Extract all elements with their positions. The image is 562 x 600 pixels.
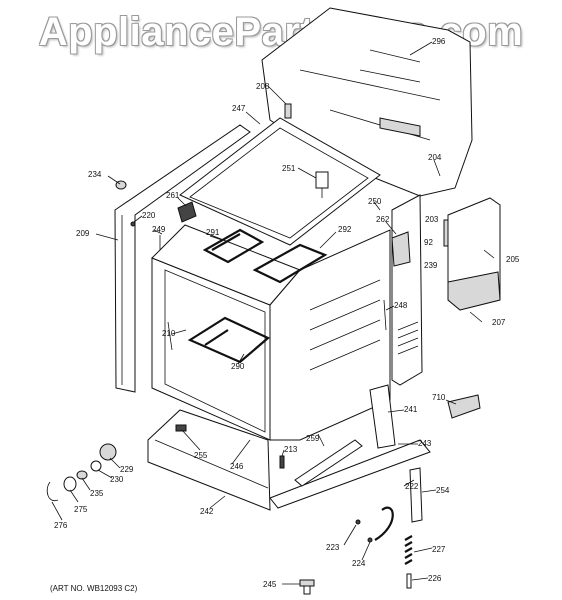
label-246: 246 <box>230 462 244 471</box>
part-292-element <box>252 243 328 284</box>
part-290-bake-element <box>187 316 271 364</box>
label-229: 229 <box>120 465 134 474</box>
label-292: 292 <box>338 225 352 234</box>
label-249: 249 <box>152 225 166 234</box>
label-203: 203 <box>425 215 439 224</box>
label-245: 245 <box>263 580 277 589</box>
label-241: 241 <box>404 405 418 414</box>
label-235: 235 <box>90 489 104 498</box>
part-251-sensor <box>315 171 329 198</box>
label-242: 242 <box>200 507 214 516</box>
label-205: 205 <box>506 255 520 264</box>
part-255-bracket <box>175 424 187 432</box>
label-254: 254 <box>436 486 450 495</box>
label-259: 259 <box>306 434 320 443</box>
part-209-left-side-panel <box>114 124 251 393</box>
callout-leaders <box>51 41 495 585</box>
part-291-broil-element <box>202 228 265 264</box>
label-209: 209 <box>76 229 90 238</box>
part-222-hinge-arm <box>374 506 394 541</box>
label-239: 239 <box>424 261 438 270</box>
label-210: 210 <box>162 329 176 338</box>
label-234: 234 <box>88 170 102 179</box>
part-242-bottom-panel <box>147 409 271 511</box>
part-224-screw <box>367 537 373 543</box>
label-710: 710 <box>432 393 446 402</box>
label-248: 248 <box>394 301 408 310</box>
label-213: 213 <box>284 445 298 454</box>
part-245-leveler <box>299 579 315 595</box>
part-227-spring <box>404 535 413 565</box>
label-276: 276 <box>54 521 68 530</box>
part-248 <box>383 299 387 331</box>
part-247-top-panel <box>179 117 381 246</box>
art-number: (ART NO. WB12093 C2) <box>50 584 138 593</box>
label-275: 275 <box>74 505 88 514</box>
part-250-right-side-panel <box>391 194 423 386</box>
part-226-pin <box>406 573 412 589</box>
part-254-bracket <box>409 467 423 523</box>
label-207: 207 <box>492 318 506 327</box>
label-250: 250 <box>368 197 382 206</box>
part-710-hinge <box>447 394 481 419</box>
label-230: 230 <box>110 475 124 484</box>
label-223: 223 <box>326 543 340 552</box>
label-291: 291 <box>206 228 220 237</box>
label-224: 224 <box>352 559 366 568</box>
part-205-cover <box>447 197 501 311</box>
part-210-rail <box>167 321 173 351</box>
label-243: 243 <box>418 439 432 448</box>
part-243-door-rail <box>269 439 431 509</box>
label-222: 222 <box>405 482 419 491</box>
part-220-screw <box>130 221 136 227</box>
label-261: 261 <box>166 191 180 200</box>
part-208-bracket <box>284 103 292 119</box>
part-229-knob-assembly <box>46 443 117 502</box>
part-259-bar <box>294 439 363 487</box>
label-296: 296 <box>432 37 446 46</box>
label-255: 255 <box>194 451 208 460</box>
oven-cavity <box>151 224 391 441</box>
label-92: 92 <box>424 238 433 247</box>
label-251: 251 <box>282 164 296 173</box>
part-241-leg <box>369 384 396 449</box>
part-213-screw <box>279 455 285 469</box>
label-247: 247 <box>232 104 246 113</box>
label-204: 204 <box>428 153 442 162</box>
label-262: 262 <box>376 215 390 224</box>
label-220: 220 <box>142 211 156 220</box>
label-290: 290 <box>231 362 245 371</box>
part-labels: 296 208 247 204 234 251 261 250 220 262 … <box>54 37 520 589</box>
label-208: 208 <box>256 82 270 91</box>
part-262-bracket <box>391 231 411 267</box>
part-223-screw <box>355 519 361 525</box>
label-226: 226 <box>428 574 442 583</box>
label-227: 227 <box>432 545 446 554</box>
part-261-bracket <box>177 201 197 223</box>
